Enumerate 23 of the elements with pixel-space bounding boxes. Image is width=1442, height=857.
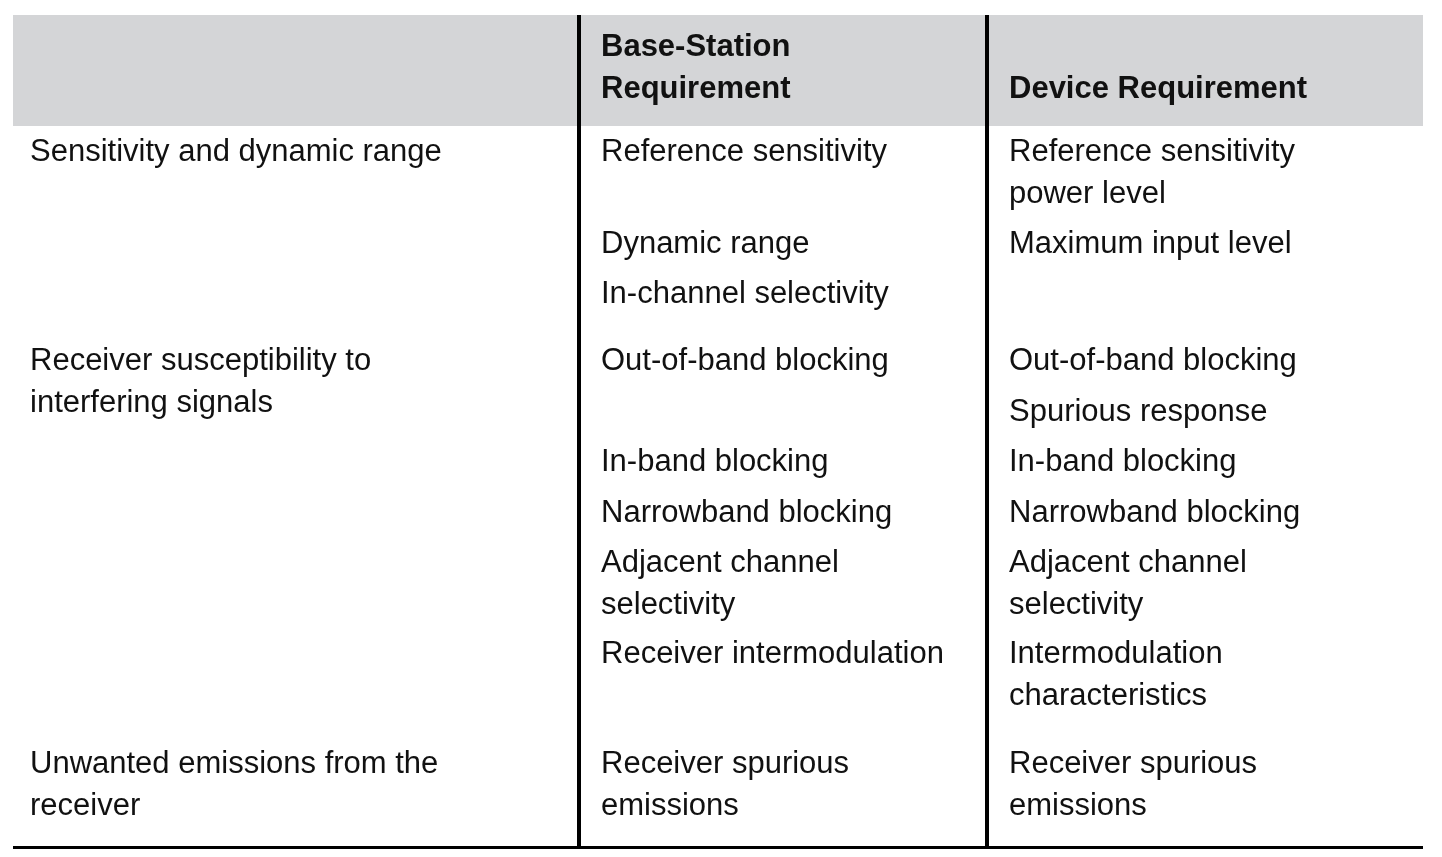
requirement-text: Narrowband blocking: [1009, 493, 1302, 531]
requirement-text: Narrowband blocking: [601, 493, 894, 531]
requirement-text: Intermodulation characteristics: [1009, 634, 1224, 714]
requirement-text: In-channel selectivity: [601, 274, 890, 312]
requirement-text: Out-of-band blocking: [601, 341, 890, 379]
requirement-text: Adjacent channel selectivity: [601, 543, 840, 623]
requirement-text: Dynamic range: [601, 224, 811, 262]
column-header: Device Requirement: [1009, 69, 1309, 107]
requirement-text: Out-of-band blocking: [1009, 341, 1298, 379]
requirement-text: Reference sensitivity: [601, 132, 888, 170]
requirement-text: Receiver spurious emissions: [1009, 744, 1259, 824]
requirement-text: Spurious response: [1009, 392, 1269, 430]
row-label: Sensitivity and dynamic range: [30, 132, 443, 170]
requirement-text: Receiver spurious emissions: [601, 744, 851, 824]
requirement-text: Receiver intermodulation: [601, 634, 945, 672]
requirement-text: Maximum input level: [1009, 224, 1293, 262]
requirement-text: In-band blocking: [601, 442, 830, 480]
requirement-text: Reference sensitivity power level: [1009, 132, 1296, 212]
requirement-text: Adjacent channel selectivity: [1009, 543, 1248, 623]
column-header: Base-Station Requirement: [601, 27, 792, 107]
requirement-text: In-band blocking: [1009, 442, 1238, 480]
row-label: Unwanted emissions from the receiver: [30, 744, 440, 824]
row-label: Receiver susceptibility to interfering signals: [30, 341, 373, 421]
